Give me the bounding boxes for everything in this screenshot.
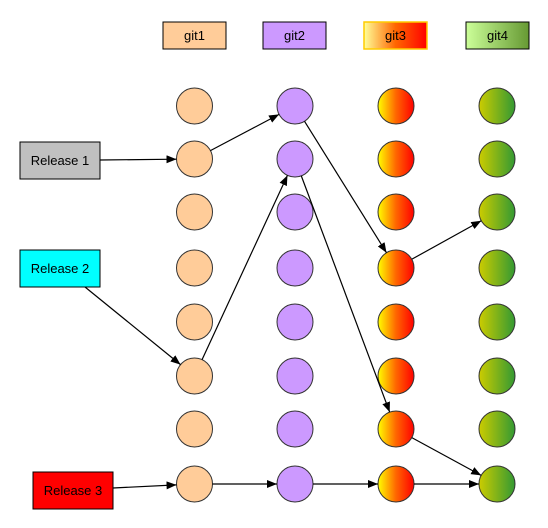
git2-node-6: [276, 357, 314, 395]
git3-node-4: [377, 249, 415, 287]
git2-node-2: [276, 140, 314, 178]
git3-node-5: [377, 303, 415, 341]
release-3-box: Release 3: [32, 471, 114, 510]
git1-node-2: [176, 140, 213, 178]
commit-nodes: [176, 87, 516, 503]
arrow-release3-to-git1: [112, 481, 177, 490]
header-git2-label: git2: [284, 28, 305, 43]
git4-node-3: [478, 193, 516, 231]
git3-node-7: [377, 410, 415, 448]
release-3-label: Release 3: [44, 483, 103, 498]
git1-node-1: [176, 87, 213, 125]
git3-node-6: [377, 357, 415, 395]
git2-node-5: [276, 303, 314, 341]
git1-node-3: [176, 193, 213, 231]
git3-node-3: [377, 193, 415, 231]
arrow-git1-to-git2-a: [210, 113, 280, 152]
header-git1: git1: [162, 21, 227, 50]
arrow-release2-to-git1: [84, 286, 181, 366]
release-1-box: Release 1: [19, 141, 101, 180]
git1-node-8: [176, 465, 213, 503]
git4-node-5: [478, 303, 516, 341]
git2-node-7: [276, 410, 314, 448]
release-1-label: Release 1: [31, 153, 90, 168]
arrow-git2-to-git3-a: [304, 120, 387, 254]
git2-node-1: [276, 87, 314, 125]
git4-node-6: [478, 357, 516, 395]
header-git4: git4: [465, 21, 530, 50]
header-git1-label: git1: [184, 28, 205, 43]
header-git4-label: git4: [487, 28, 508, 43]
git1-node-7: [176, 410, 213, 448]
git4-node-2: [478, 140, 516, 178]
arrow-git3-to-git4-a: [411, 220, 482, 260]
git4-node-4: [478, 249, 516, 287]
arrow-release1-to-git1: [99, 155, 177, 164]
header-git3: git3: [363, 21, 428, 50]
git3-node-2: [377, 140, 415, 178]
git1-node-6: [176, 357, 213, 395]
git4-node-8: [478, 465, 516, 503]
release-2-box: Release 2: [19, 249, 101, 288]
git1-node-4: [176, 249, 213, 287]
commit-arrows: [84, 113, 482, 490]
header-git3-label: git3: [385, 28, 406, 43]
arrow-git1-to-git2-b: [201, 175, 288, 360]
git3-node-8: [377, 465, 415, 503]
git2-node-4: [276, 249, 314, 287]
git3-node-1: [377, 87, 415, 125]
git2-node-8: [276, 465, 314, 503]
header-git2: git2: [262, 21, 327, 50]
arrow-git2-to-git3-b: [300, 175, 391, 413]
arrow-git3-to-git4-b: [411, 437, 482, 476]
git1-node-5: [176, 303, 213, 341]
git2-node-3: [276, 193, 314, 231]
git4-node-1: [478, 87, 516, 125]
git4-node-7: [478, 410, 516, 448]
release-2-label: Release 2: [31, 261, 90, 276]
